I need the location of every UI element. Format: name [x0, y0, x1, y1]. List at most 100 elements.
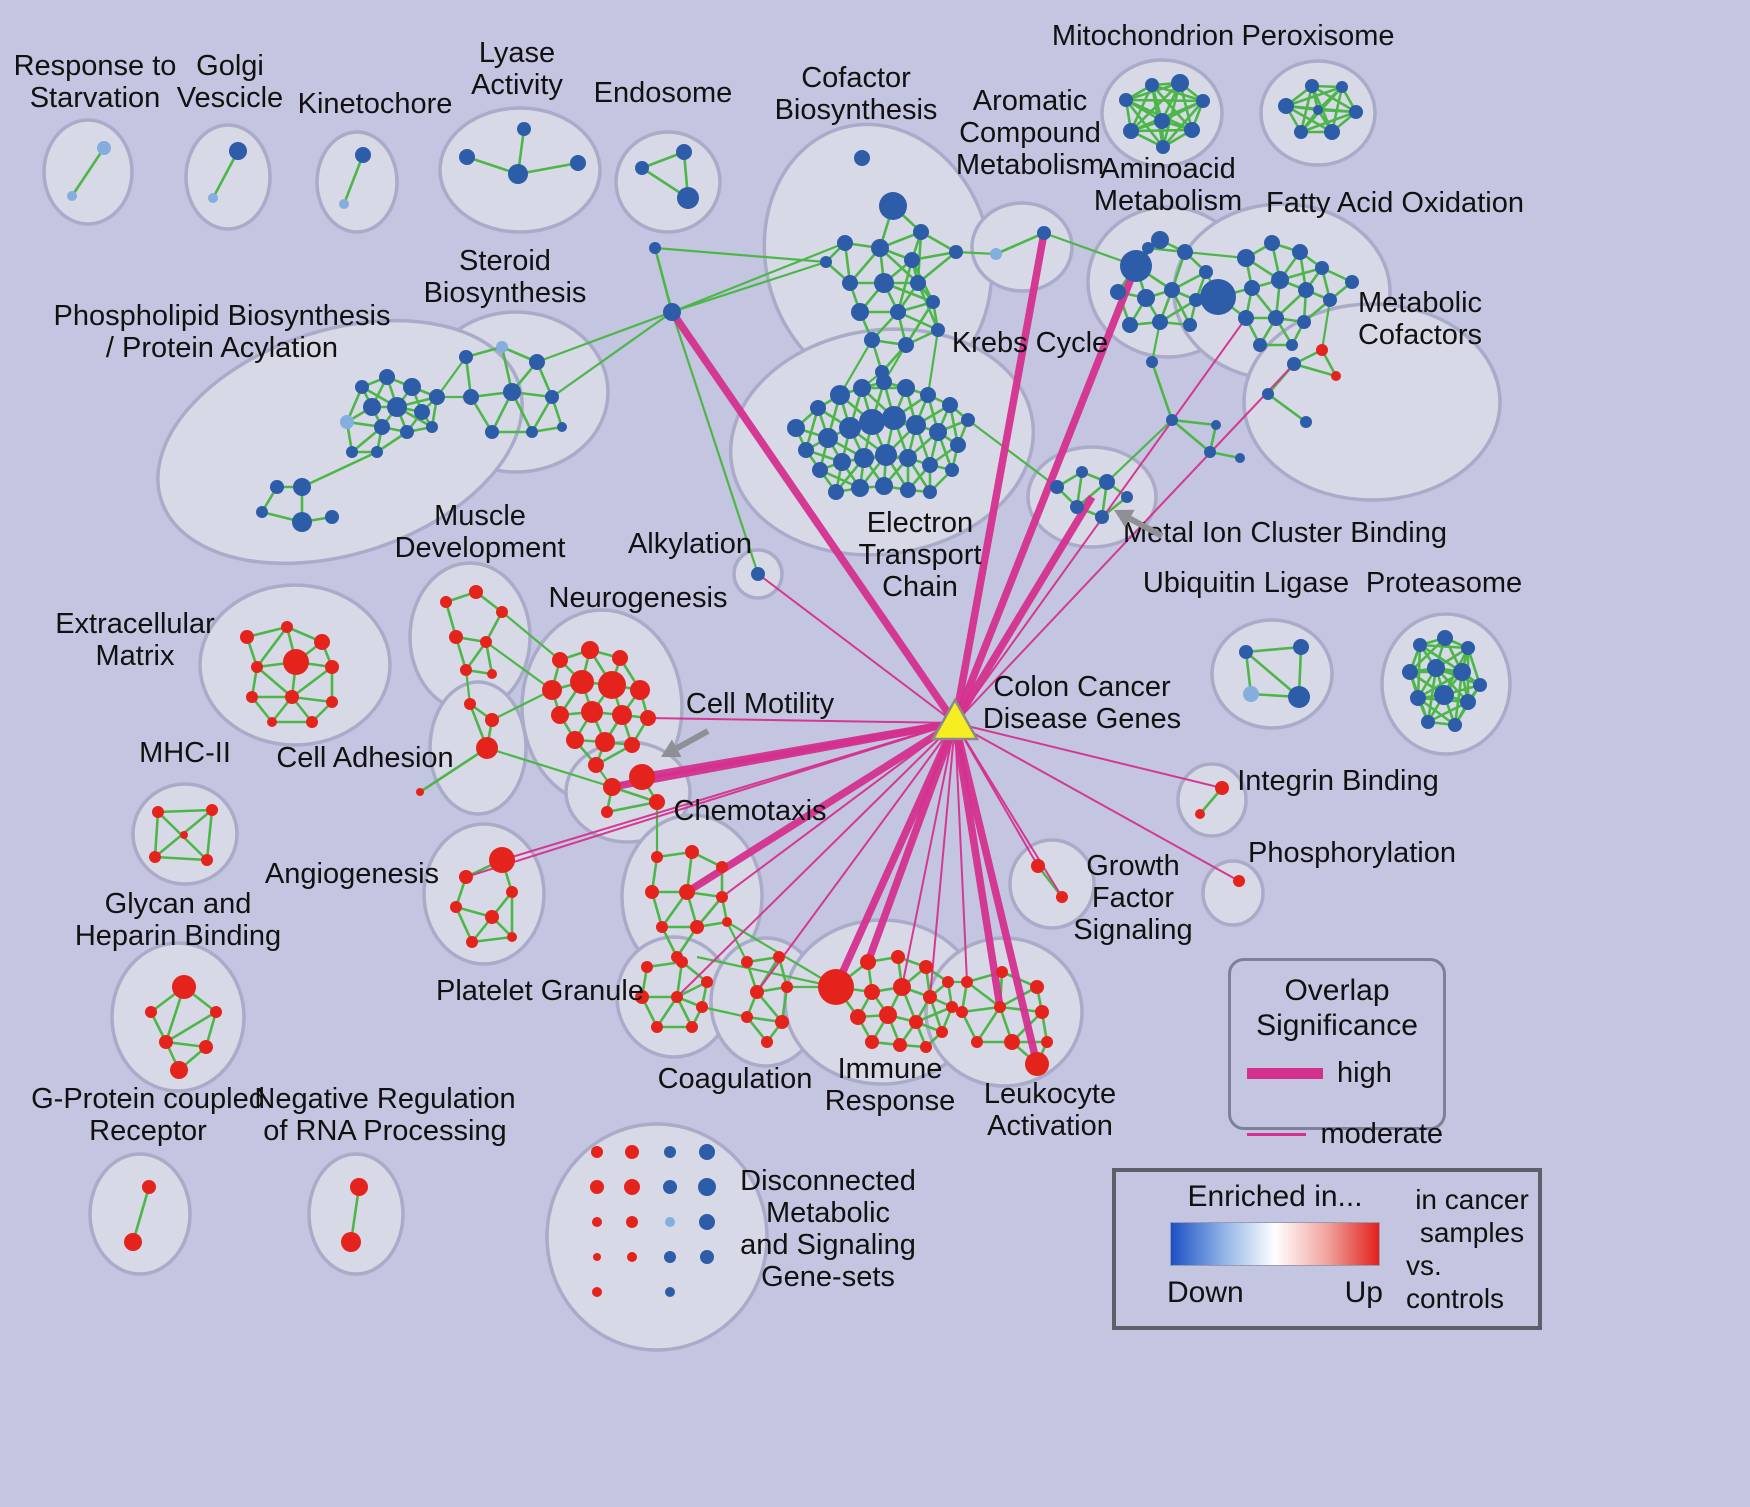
angiogenesis-edge: [471, 935, 513, 944]
metabolic-links-edge: [1171, 419, 1211, 453]
chemotaxis-label: Chemotaxis: [673, 795, 826, 827]
metabolic-cofactors-edge: [1293, 362, 1337, 378]
disconnected-gene-sets-node: [663, 1180, 677, 1194]
metabolic-links-node: [1204, 446, 1216, 458]
steroid-biosynthesis-node: [503, 383, 521, 401]
electron-transport-chain-node: [818, 428, 838, 448]
electron-transport-chain-node: [828, 484, 844, 500]
metal-ion-cluster-binding-node: [1076, 466, 1088, 478]
overlap-edge-moderate: [954, 722, 1240, 882]
metabolic-cofactors-node: [1300, 416, 1312, 428]
golgi-vescicle-ellipse: [184, 123, 272, 231]
proteasome-node: [1453, 663, 1471, 681]
golgi-vescicle-node: [229, 142, 247, 160]
g-protein-coupled-receptor-label: Receptor: [89, 1115, 207, 1147]
leukocyte-activation-node: [1035, 1005, 1049, 1019]
disconnected-gene-sets-node: [700, 1250, 714, 1264]
kinetochore-label: Kinetochore: [298, 88, 453, 120]
disconnected-gene-sets-node: [699, 1214, 715, 1230]
muscle-development-node: [440, 596, 452, 608]
angiogenesis-edge: [454, 906, 474, 943]
mitochondrion-edge: [1124, 99, 1165, 148]
cell-motility-label: Cell Motility: [686, 688, 835, 720]
glycan-heparin-binding-node: [145, 1006, 157, 1018]
chemotaxis-node: [716, 861, 728, 873]
muscle-development-node: [469, 585, 483, 599]
glycan-heparin-binding-label: Heparin Binding: [75, 920, 281, 952]
integrin-binding-node: [1195, 809, 1205, 819]
platelet-granule-node: [635, 990, 649, 1004]
inter-cluster-edge: [1184, 250, 1247, 260]
disconnected-gene-sets-node: [592, 1287, 602, 1297]
electron-transport-chain-node: [787, 419, 805, 437]
leukocyte-activation-node: [956, 1006, 968, 1018]
cofactor-biosynthesis-node: [913, 224, 929, 240]
aminoacid-metabolism-node: [1122, 317, 1138, 333]
cofactor-biosynthesis-node: [898, 337, 914, 353]
electron-transport-chain-node: [923, 485, 937, 499]
overlap-edge-high: [951, 264, 1140, 725]
disconnected-gene-sets-node: [698, 1178, 716, 1196]
enrichment-legend-title: Enriched in...: [1187, 1180, 1363, 1213]
endosome-ellipse: [614, 130, 722, 234]
extracellular-matrix-node: [326, 696, 338, 708]
moderate-significance-line-icon: [1247, 1133, 1307, 1136]
mhc-ii-label: MHC-II: [139, 737, 231, 769]
proteasome-node: [1402, 664, 1418, 680]
electron-transport-chain-node: [950, 437, 966, 453]
phospholipid-biosynthesis-edge: [301, 450, 378, 489]
electron-transport-chain-node: [851, 479, 869, 497]
immune-response-node: [946, 1001, 958, 1013]
steroid-biosynthesis-node: [485, 425, 499, 439]
free-label-0-label: Krebs Cycle: [952, 327, 1108, 359]
fatty-acid-oxidation-label: Fatty Acid Oxidation: [1266, 187, 1524, 219]
electron-transport-chain-node: [853, 379, 871, 397]
cofactor-biosynthesis-node: [837, 235, 853, 251]
fatty-acid-oxidation-node: [1253, 338, 1267, 352]
angiogenesis-node: [466, 936, 478, 948]
metabolic-links-node: [1211, 420, 1221, 430]
negative-regulation-rna-label: Negative Regulation: [254, 1083, 515, 1115]
extracellular-matrix-node: [285, 690, 299, 704]
proteasome-edge: [1409, 637, 1446, 673]
enrichment-extremes-row: Down Up: [1167, 1276, 1383, 1310]
phospholipid-biosynthesis-node: [400, 425, 414, 439]
extracellular-matrix-node: [283, 649, 309, 675]
muscle-development-node: [480, 636, 492, 648]
inter-cluster-edge: [926, 329, 940, 396]
g-protein-coupled-receptor-label: G-Protein coupled: [31, 1083, 265, 1115]
cofactor-biosynthesis-node: [926, 295, 940, 309]
overlap-edge-moderate: [901, 722, 956, 988]
fatty-acid-oxidation-node: [1292, 244, 1308, 260]
alkylation-label: Alkylation: [628, 528, 752, 560]
proteasome-node: [1410, 690, 1426, 706]
platelet-granule-node: [696, 1001, 708, 1013]
cofactor-biosynthesis-edge: [917, 250, 957, 285]
ubiquitin-ligase-edge: [1245, 651, 1300, 698]
colon-cancer-disease-genes-label: Disease Genes: [983, 703, 1181, 735]
cell-adhesion-node: [464, 698, 476, 710]
side-text-line1: in cancer: [1415, 1184, 1529, 1215]
kinetochore-node: [355, 147, 371, 163]
muscle-development-node: [487, 669, 497, 679]
overlap-edge-moderate: [757, 573, 956, 724]
immune-response-node: [893, 1038, 907, 1052]
disconnected-gene-sets-node: [664, 1251, 676, 1263]
mitochondrion-node: [1154, 113, 1170, 129]
steroid-biosynthesis-node: [526, 426, 538, 438]
fatty-acid-oxidation-node: [1264, 235, 1280, 251]
overlap-edge-high: [951, 495, 1096, 725]
proteasome-label: Proteasome: [1366, 567, 1522, 599]
aminoacid-metabolism-node: [1152, 314, 1168, 330]
fatty-acid-oxidation-node: [1271, 271, 1289, 289]
electron-transport-chain-node: [854, 448, 874, 468]
immune-response-node: [818, 969, 854, 1005]
cofactor-biosynthesis-label: Biosynthesis: [775, 94, 938, 126]
leukocyte-activation-label: Leukocyte: [984, 1078, 1116, 1110]
peroxisome-node: [1349, 105, 1363, 119]
phospholipid-biosynthesis-label: / Protein Acylation: [106, 332, 338, 364]
chemotaxis-node: [679, 884, 695, 900]
ubiquitin-ligase-edge: [1245, 645, 1302, 654]
inter-cluster-edge: [671, 260, 827, 314]
